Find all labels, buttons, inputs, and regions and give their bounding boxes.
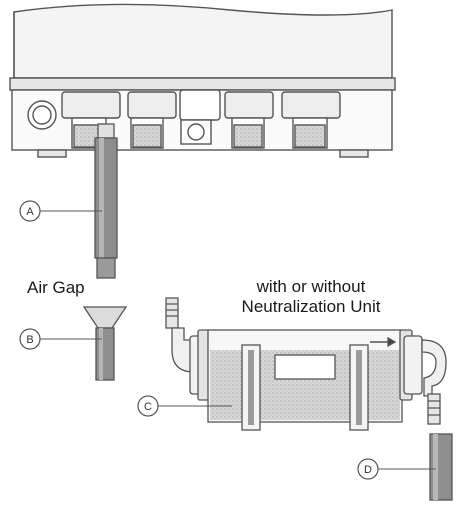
callout-b-label: B bbox=[26, 334, 33, 346]
air-gap-funnel bbox=[82, 306, 128, 381]
condensate-pipe bbox=[94, 123, 118, 279]
boiler-unit bbox=[9, 3, 396, 158]
boiler-base bbox=[9, 77, 396, 91]
callout-d: D bbox=[357, 458, 436, 480]
callout-a-label: A bbox=[26, 206, 34, 218]
drain-pipe bbox=[429, 433, 453, 501]
valve-group bbox=[61, 89, 341, 121]
callout-c-label: C bbox=[144, 401, 152, 413]
neutralization-unit bbox=[165, 297, 447, 431]
callout-d-label: D bbox=[364, 464, 372, 476]
boiler-casing bbox=[13, 3, 393, 79]
neutralization-caption-line1: with or without bbox=[256, 277, 366, 296]
neutralization-caption-line2: Neutralization Unit bbox=[241, 297, 381, 316]
neutralization-caption: with or without Neutralization Unit bbox=[216, 277, 406, 317]
callout-c: C bbox=[137, 395, 232, 417]
air-gap-caption: Air Gap bbox=[27, 278, 85, 297]
callout-b: B bbox=[19, 328, 102, 350]
callout-a: A bbox=[19, 200, 102, 222]
